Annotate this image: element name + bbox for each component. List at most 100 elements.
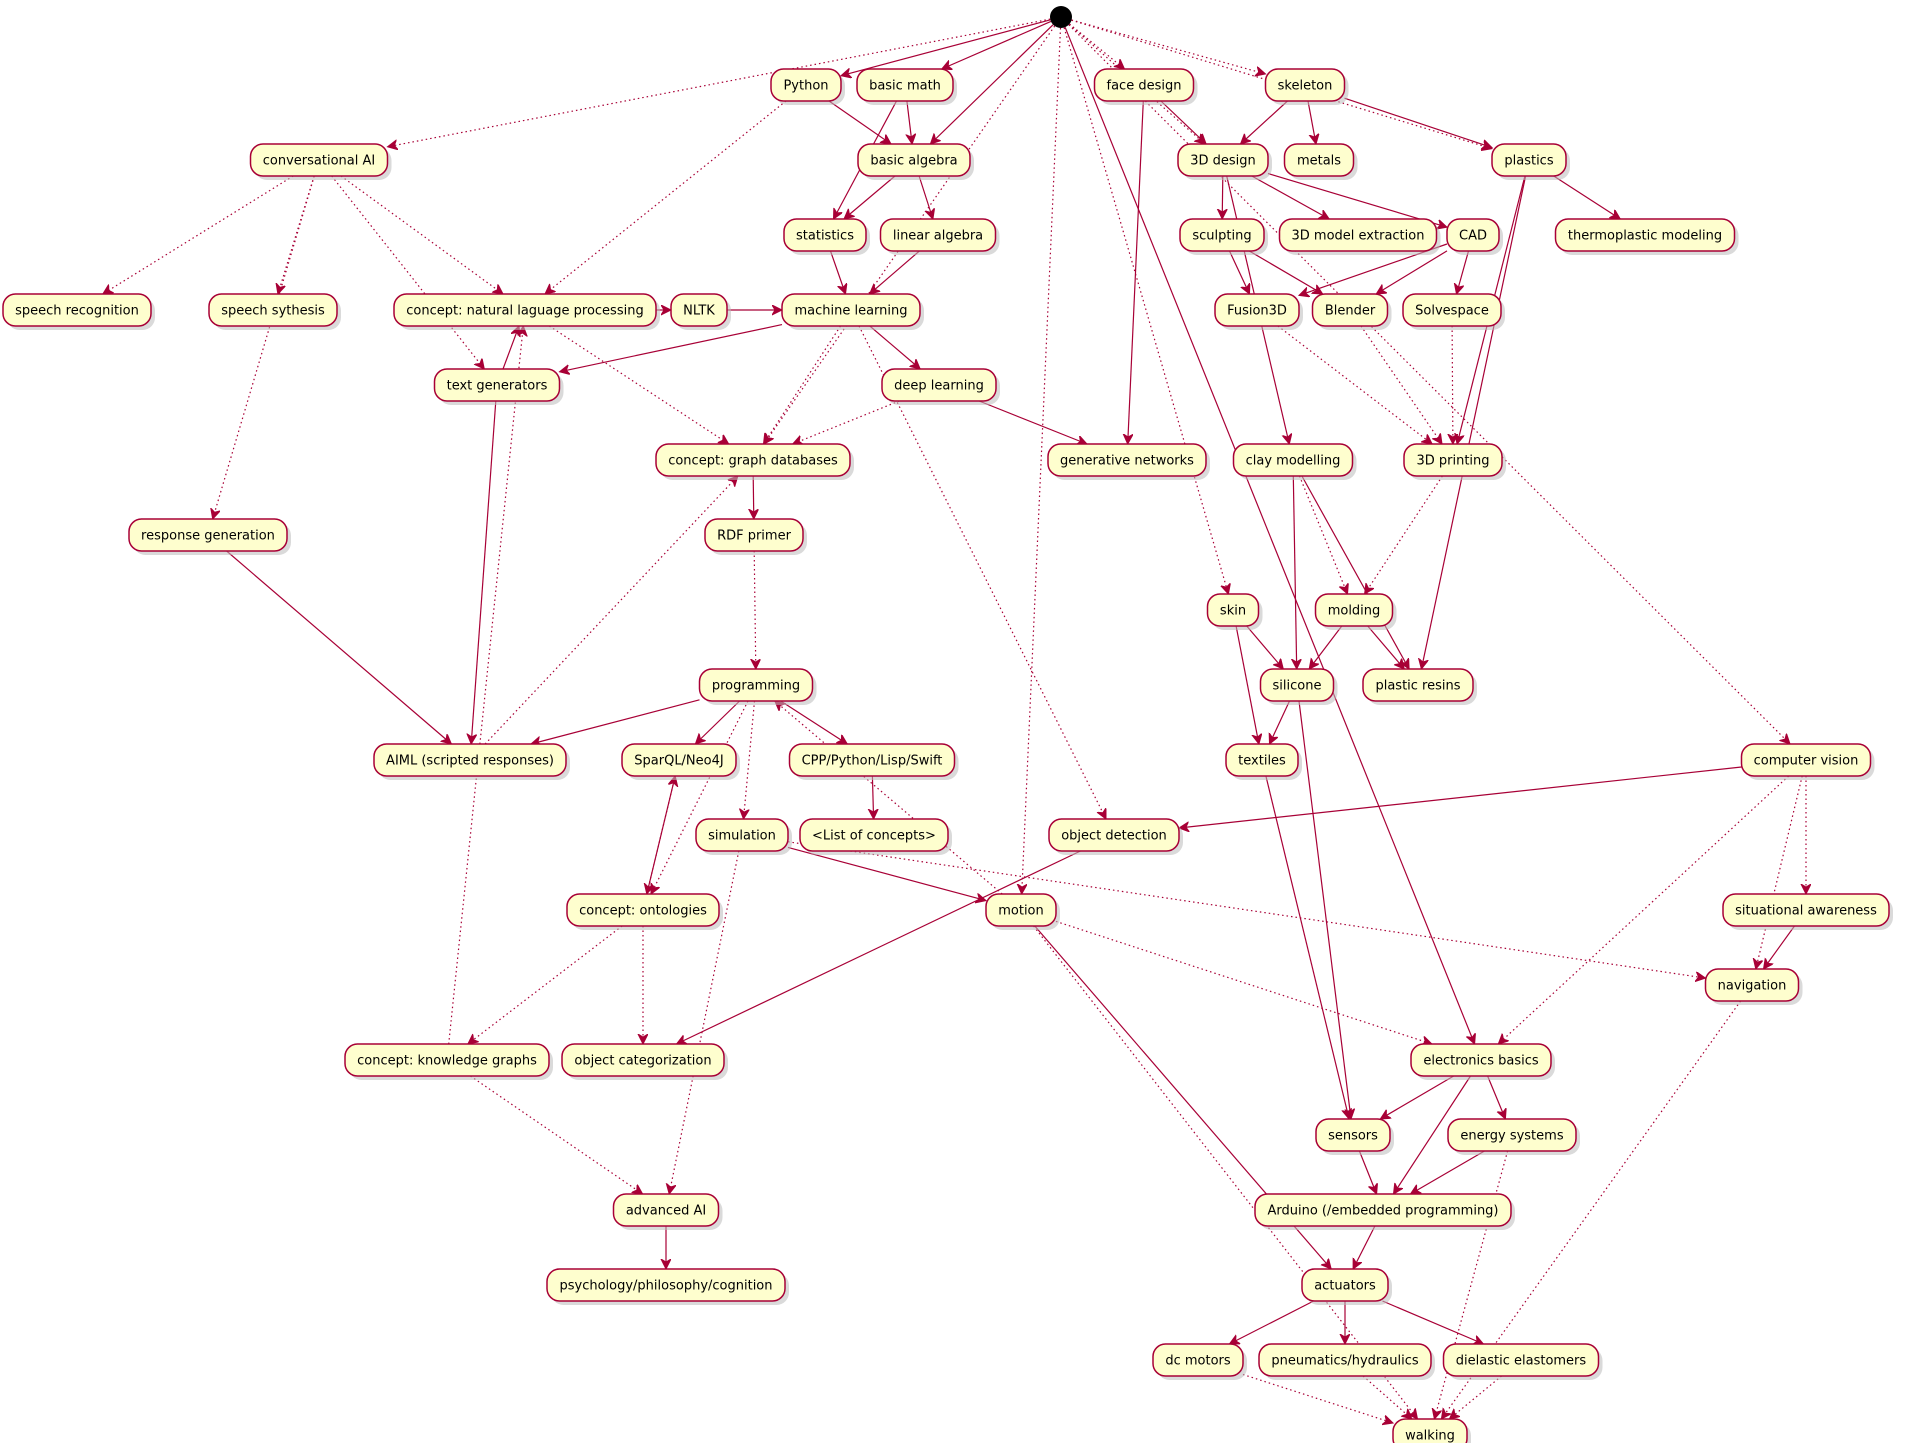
edge-computer-vision-to-object-detection bbox=[1179, 766, 1742, 828]
node-face-design: face design bbox=[1093, 68, 1198, 105]
node-solvespace: Solvespace bbox=[1402, 293, 1505, 330]
node-electronics-basics: electronics basics bbox=[1410, 1043, 1555, 1080]
edge-machine-learning-to-object-detection bbox=[858, 325, 1107, 819]
edge-silicone-to-textiles bbox=[1270, 700, 1291, 744]
node-label: psychology/philosophy/cognition bbox=[559, 1279, 772, 1294]
node-label: object detection bbox=[1061, 829, 1167, 844]
node-label: linear algebra bbox=[893, 229, 983, 244]
node-box bbox=[249, 143, 389, 177]
node-box bbox=[1048, 818, 1180, 852]
node-box bbox=[1225, 743, 1299, 777]
edge-plastics-to-thermoplastic bbox=[1553, 175, 1621, 219]
edges-layer bbox=[103, 18, 1806, 1423]
edge-pneumatics-to-walking bbox=[1362, 1375, 1412, 1419]
node-machine-learning: machine learning bbox=[781, 293, 924, 330]
edge-conv-ai-to-speech-recognition bbox=[103, 175, 294, 294]
edge-blender-to-printing-3d bbox=[1360, 325, 1442, 444]
edge-motion-to-walking bbox=[1033, 925, 1418, 1419]
node-navigation: navigation bbox=[1704, 968, 1803, 1005]
edge-silicone-to-sensors bbox=[1298, 700, 1351, 1119]
edge-machine-learning-to-deep-learning bbox=[869, 325, 920, 369]
edge-molding-to-plastic-resins bbox=[1367, 625, 1405, 669]
node-label: statistics bbox=[796, 229, 854, 244]
node-box bbox=[561, 1043, 725, 1077]
edge-text-generators-to-nlp bbox=[502, 326, 519, 370]
node-ontologies: concept: ontologies bbox=[566, 893, 723, 930]
edge-skeleton-to-design-3d bbox=[1241, 100, 1288, 144]
node-box bbox=[1214, 293, 1300, 327]
node-box bbox=[695, 818, 789, 852]
edge-start-to-graph-db bbox=[764, 25, 1056, 444]
edge-molding-to-silicone bbox=[1309, 625, 1343, 669]
node-label: text generators bbox=[447, 379, 548, 394]
node-plastic-resins: plastic resins bbox=[1362, 668, 1477, 705]
node-label: metals bbox=[1297, 154, 1341, 169]
edge-machine-learning-to-graph-db bbox=[764, 325, 842, 444]
node-label: machine learning bbox=[794, 304, 907, 319]
node-box bbox=[566, 893, 720, 927]
node-box bbox=[1447, 1118, 1577, 1152]
node-elastomers: dielastic elastomers bbox=[1442, 1343, 1603, 1380]
node-box bbox=[1740, 743, 1872, 777]
node-box bbox=[781, 293, 921, 327]
node-label: sensors bbox=[1328, 1129, 1378, 1144]
node-box bbox=[857, 143, 971, 177]
edge-basic-algebra-to-linear-algebra bbox=[918, 175, 933, 219]
node-box bbox=[1283, 143, 1355, 177]
node-cad: CAD bbox=[1446, 218, 1503, 255]
edge-nlp-to-graph-db bbox=[548, 325, 728, 444]
node-box bbox=[546, 1268, 786, 1302]
node-label: <List of concepts> bbox=[812, 829, 936, 844]
node-label: silicone bbox=[1273, 679, 1322, 694]
node-arduino: Arduino (/embedded programming) bbox=[1254, 1193, 1515, 1230]
node-plastics: plastics bbox=[1491, 143, 1570, 180]
node-box bbox=[670, 293, 728, 327]
node-situational-awareness: situational awareness bbox=[1722, 893, 1893, 930]
edge-start-to-basic-math bbox=[942, 20, 1052, 69]
edge-start-to-motion bbox=[1022, 27, 1062, 894]
node-design-3d: 3D design bbox=[1177, 143, 1272, 180]
edge-object-detection-to-object-categorization bbox=[677, 850, 1081, 1044]
node-box bbox=[1152, 1343, 1244, 1377]
edge-skin-to-silicone bbox=[1246, 625, 1284, 669]
node-label: Solvespace bbox=[1415, 304, 1489, 319]
node-label: Python bbox=[783, 79, 828, 94]
edge-aiml-to-graph-db bbox=[484, 476, 738, 745]
edge-sculpting-to-fusion3d bbox=[1228, 250, 1250, 294]
node-pneumatics: pneumatics/hydraulics bbox=[1258, 1343, 1435, 1380]
node-label: Blender bbox=[1325, 304, 1376, 319]
node-clay-modelling: clay modelling bbox=[1232, 443, 1357, 480]
node-label: concept: ontologies bbox=[579, 904, 707, 919]
node-label: molding bbox=[1328, 604, 1381, 619]
edge-rdf-primer-to-programming bbox=[754, 550, 756, 669]
edge-sensors-to-arduino bbox=[1358, 1150, 1376, 1194]
node-box bbox=[1491, 143, 1567, 177]
node-sculpting: sculpting bbox=[1179, 218, 1268, 255]
edge-solvespace-to-printing-3d bbox=[1452, 325, 1453, 444]
node-box bbox=[1410, 1043, 1552, 1077]
node-label: electronics basics bbox=[1423, 1054, 1539, 1069]
node-rdf-primer: RDF primer bbox=[704, 518, 807, 555]
node-knowledge-graphs: concept: knowledge graphs bbox=[344, 1043, 553, 1080]
node-label: conversational AI bbox=[263, 154, 375, 169]
edge-simulation-to-motion bbox=[787, 846, 986, 900]
node-aiml: AIML (scripted responses) bbox=[373, 743, 570, 780]
node-box bbox=[704, 518, 804, 552]
node-label: response generation bbox=[141, 529, 275, 544]
node-label: clay modelling bbox=[1246, 454, 1341, 469]
edge-clay-modelling-to-silicone bbox=[1293, 475, 1296, 669]
node-deep-learning: deep learning bbox=[881, 368, 1000, 405]
start-node bbox=[1050, 6, 1072, 28]
edge-start-to-face-design bbox=[1069, 23, 1125, 69]
edge-cad-to-solvespace bbox=[1457, 250, 1470, 294]
edge-actuators-to-elastomers bbox=[1382, 1300, 1484, 1344]
edge-basic-algebra-to-statistics bbox=[844, 175, 896, 219]
node-label: simulation bbox=[708, 829, 776, 844]
edge-graph-db-to-rdf-primer bbox=[753, 475, 754, 519]
node-label: NLTK bbox=[683, 304, 715, 319]
edge-start-to-plastics bbox=[1071, 19, 1493, 149]
node-box bbox=[1259, 668, 1335, 702]
node-label: generative networks bbox=[1060, 454, 1194, 469]
node-textiles: textiles bbox=[1225, 743, 1302, 780]
